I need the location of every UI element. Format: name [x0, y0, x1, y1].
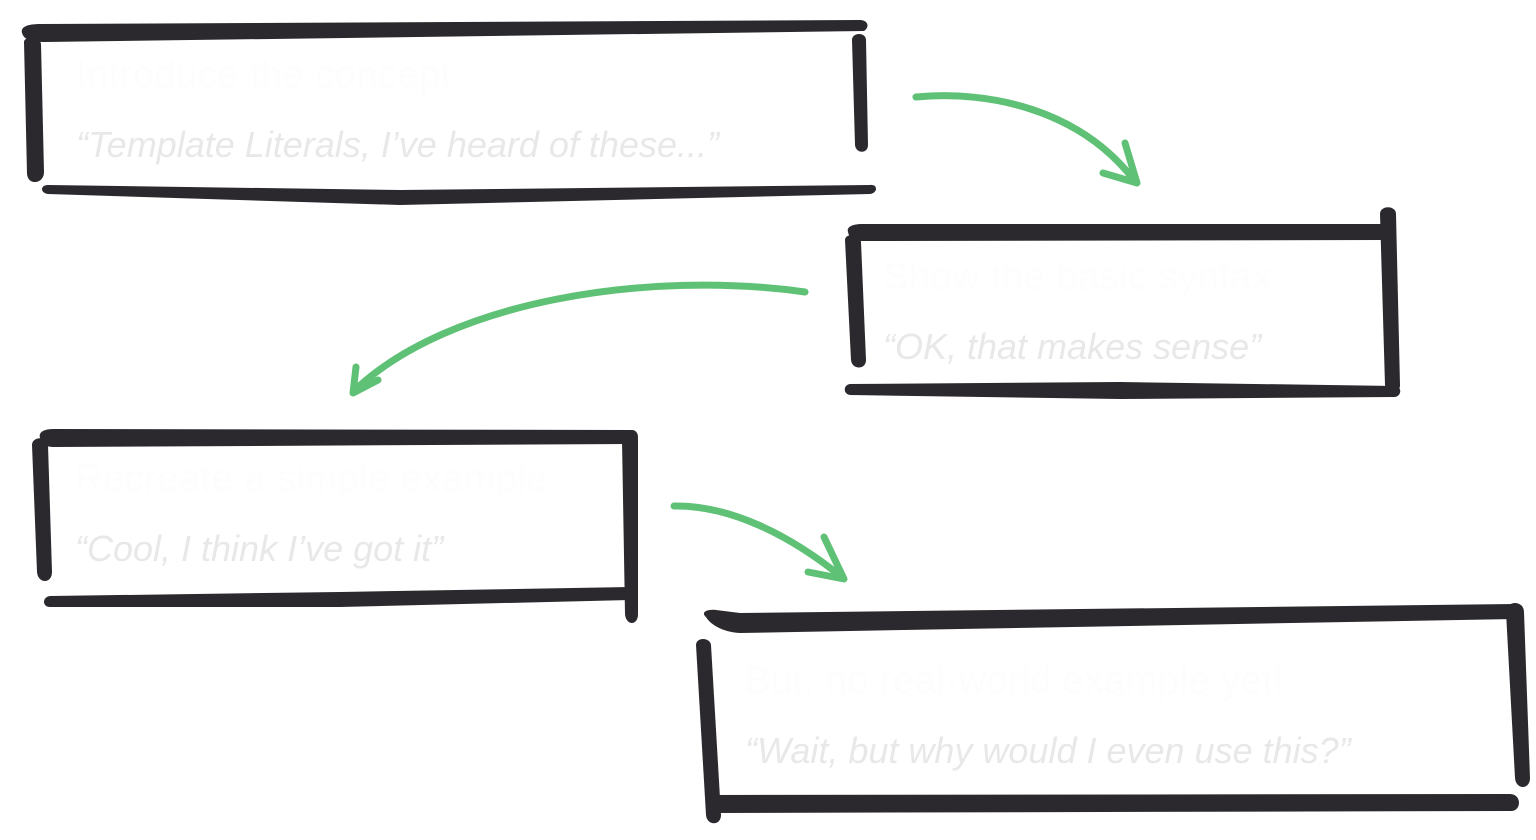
step-box-4 — [696, 603, 1530, 824]
box-1-right-edge — [852, 34, 868, 152]
step-2-quote: “OK, that makes sense” — [883, 326, 1262, 367]
step-2-title: Show the basic syntax — [883, 256, 1272, 298]
box-1-bottom-edge — [42, 184, 876, 205]
step-3-title: Recreate a simple example — [75, 458, 548, 500]
arrow-1-head-icon — [1099, 139, 1141, 187]
step-4-title: But, no real-world example yet! — [745, 660, 1285, 702]
arrow-3-to-4 — [670, 502, 848, 583]
box-2-left-edge — [845, 234, 866, 368]
step-box-3 — [32, 429, 639, 623]
step-box-1 — [21, 20, 876, 205]
step-1-title: Introduce the concept — [76, 54, 452, 96]
box-2-top-edge — [847, 224, 1391, 241]
arrow-2-head-icon — [349, 363, 382, 397]
box-1-left-edge — [24, 37, 44, 183]
step-4-quote: “Wait, but why would I even use this?” — [745, 730, 1351, 771]
box-4-right-edge — [1506, 603, 1530, 787]
box-1-top-edge — [21, 20, 868, 42]
step-box-2 — [844, 207, 1401, 399]
arrow-3-head-icon — [804, 533, 848, 583]
step-1-quote: “Template Literals, I’ve heard of these.… — [76, 124, 719, 165]
box-3-bottom-edge — [44, 586, 636, 607]
step-3-quote: “Cool, I think I’ve got it” — [75, 528, 444, 569]
box-2-right-edge — [1380, 207, 1400, 393]
arrow-2-to-3 — [349, 281, 809, 397]
arrow-2-shaft — [351, 281, 809, 394]
box-2-bottom-edge — [844, 382, 1401, 399]
arrow-1-shaft — [912, 92, 1138, 184]
box-4-left-edge — [696, 639, 721, 824]
box-3-top-edge — [39, 429, 639, 447]
arrow-1-to-2 — [912, 92, 1141, 187]
arrow-3-shaft — [670, 502, 847, 582]
box-3-left-edge — [32, 438, 52, 581]
box-3-right-edge — [622, 434, 638, 623]
box-4-top-edge — [703, 604, 1522, 633]
box-4-bottom-edge — [706, 794, 1519, 813]
